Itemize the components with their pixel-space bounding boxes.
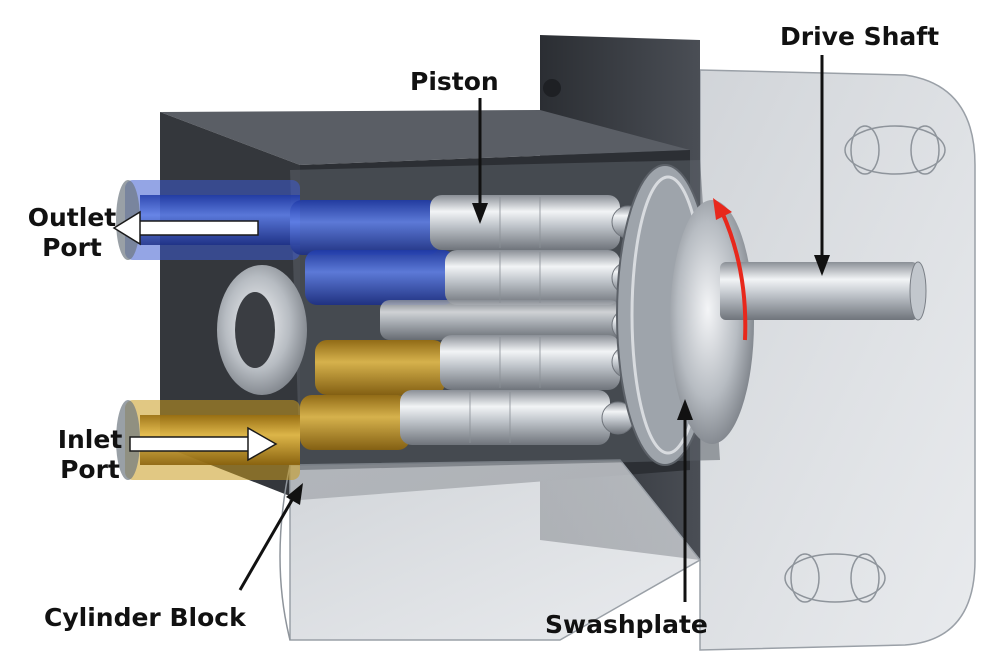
swashplate-label: Swashplate: [545, 610, 708, 639]
bore-blue-1: [290, 200, 440, 255]
bolt-hole-bottom: [784, 553, 886, 603]
piston-2: [445, 250, 620, 305]
outlet-port-label-line1: Outlet: [27, 203, 117, 232]
piston-1: [430, 195, 620, 250]
cylinder-block-pointer-arrow-icon: [238, 483, 303, 591]
piston-4: [440, 335, 620, 390]
bolt-hole-top: [844, 125, 946, 175]
piston-label: Piston: [410, 67, 499, 96]
housing-top-face: [160, 110, 690, 165]
swashplate-pointer-arrow-icon: [677, 399, 693, 602]
cylinder-block-label: Cylinder Block: [44, 603, 246, 632]
inlet-port-label-line2: Port: [60, 455, 120, 484]
bore-gold-1: [315, 340, 445, 395]
body-bolt: [543, 79, 561, 97]
bore-blue-2: [305, 250, 455, 305]
mounting-flange: [699, 69, 976, 651]
piston-pointer-arrow-icon: [472, 98, 488, 224]
piston-3: [380, 300, 620, 340]
swashplate-hub: [670, 200, 754, 444]
rotation-arrow-icon: [720, 211, 748, 341]
inlet-flow-arrow-icon: [129, 426, 278, 462]
bore-gold-2: [300, 395, 410, 450]
drive-shaft: [720, 262, 918, 320]
outlet-flow-arrow-icon: [112, 210, 259, 246]
inlet-port-label-line1: Inlet: [57, 425, 123, 454]
drive-shaft-label: Drive Shaft: [780, 22, 940, 51]
outlet-port-label-line2: Port: [42, 233, 102, 262]
drive-shaft-pointer-arrow-icon: [814, 55, 830, 276]
piston-5: [400, 390, 610, 445]
outlet-port-label: Outlet Port: [22, 203, 122, 263]
inlet-port-label: Inlet Port: [40, 425, 140, 485]
